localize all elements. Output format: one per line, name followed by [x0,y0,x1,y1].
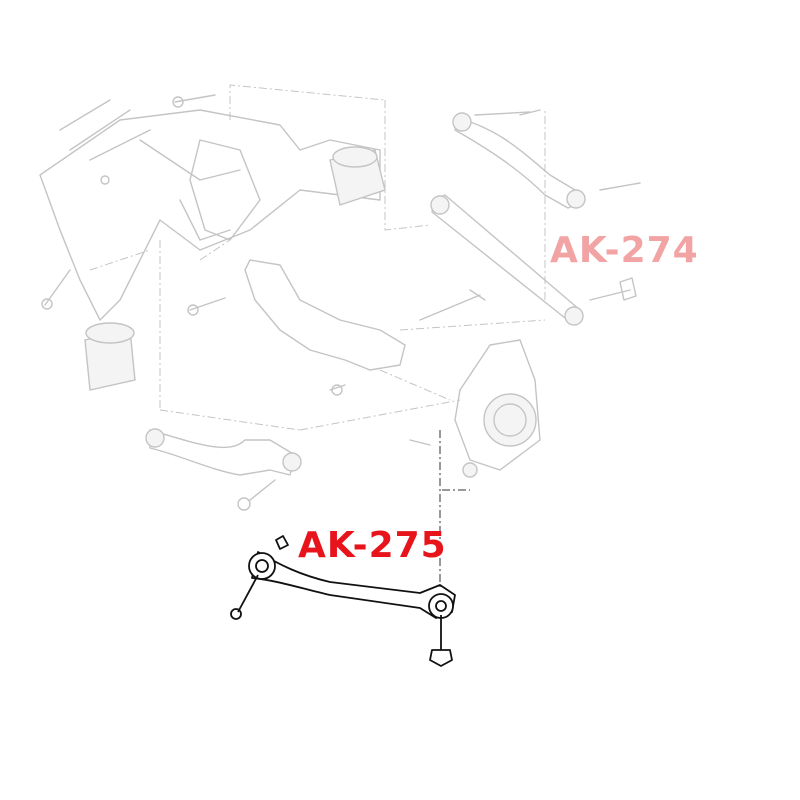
part-label-ak-275: AK-275 [298,525,447,566]
part-label-ak-274: AK-274 [550,230,699,271]
rear-lower-link [145,428,302,501]
guide-lines [89,84,546,431]
lower-control-arm [244,259,486,371]
bolts [41,94,541,511]
ak-274-arm [430,194,637,326]
wheel-knuckle [454,339,541,478]
subframe [39,99,386,391]
upper-control-arm [452,111,641,209]
ak-275-arm [230,430,470,667]
